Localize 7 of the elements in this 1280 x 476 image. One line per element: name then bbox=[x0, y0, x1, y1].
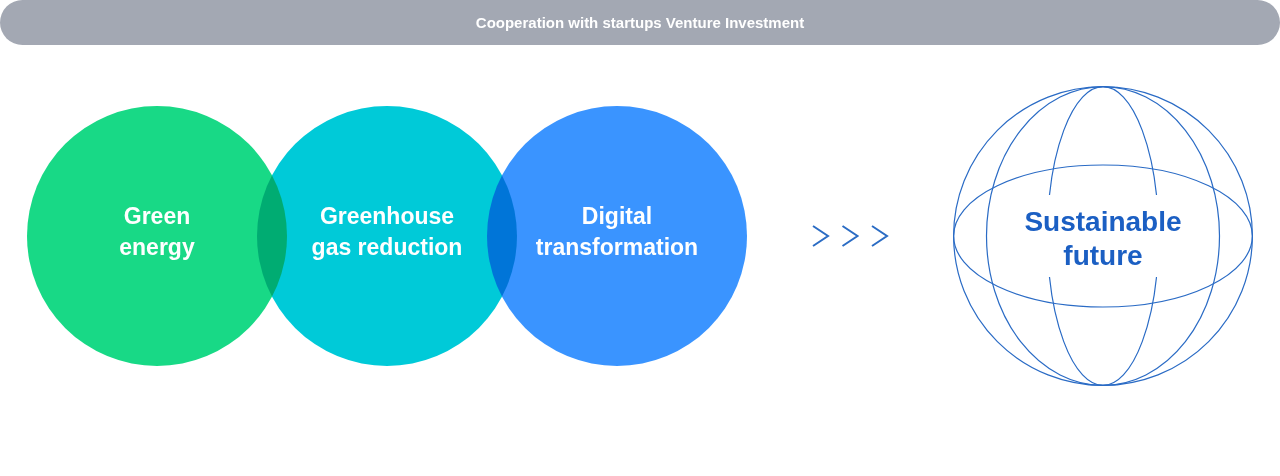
banner-title: Cooperation with startups Venture Investment bbox=[475, 13, 805, 32]
banner bbox=[0, 0, 1280, 45]
circle-label: Greenhouse gas reduction bbox=[310, 202, 464, 262]
chevron-arrow bbox=[812, 225, 889, 247]
globe-label: Sustainable future bbox=[1023, 205, 1183, 273]
circle-label: Digital transformation bbox=[534, 202, 700, 262]
circle-label: Green energy bbox=[118, 202, 196, 262]
